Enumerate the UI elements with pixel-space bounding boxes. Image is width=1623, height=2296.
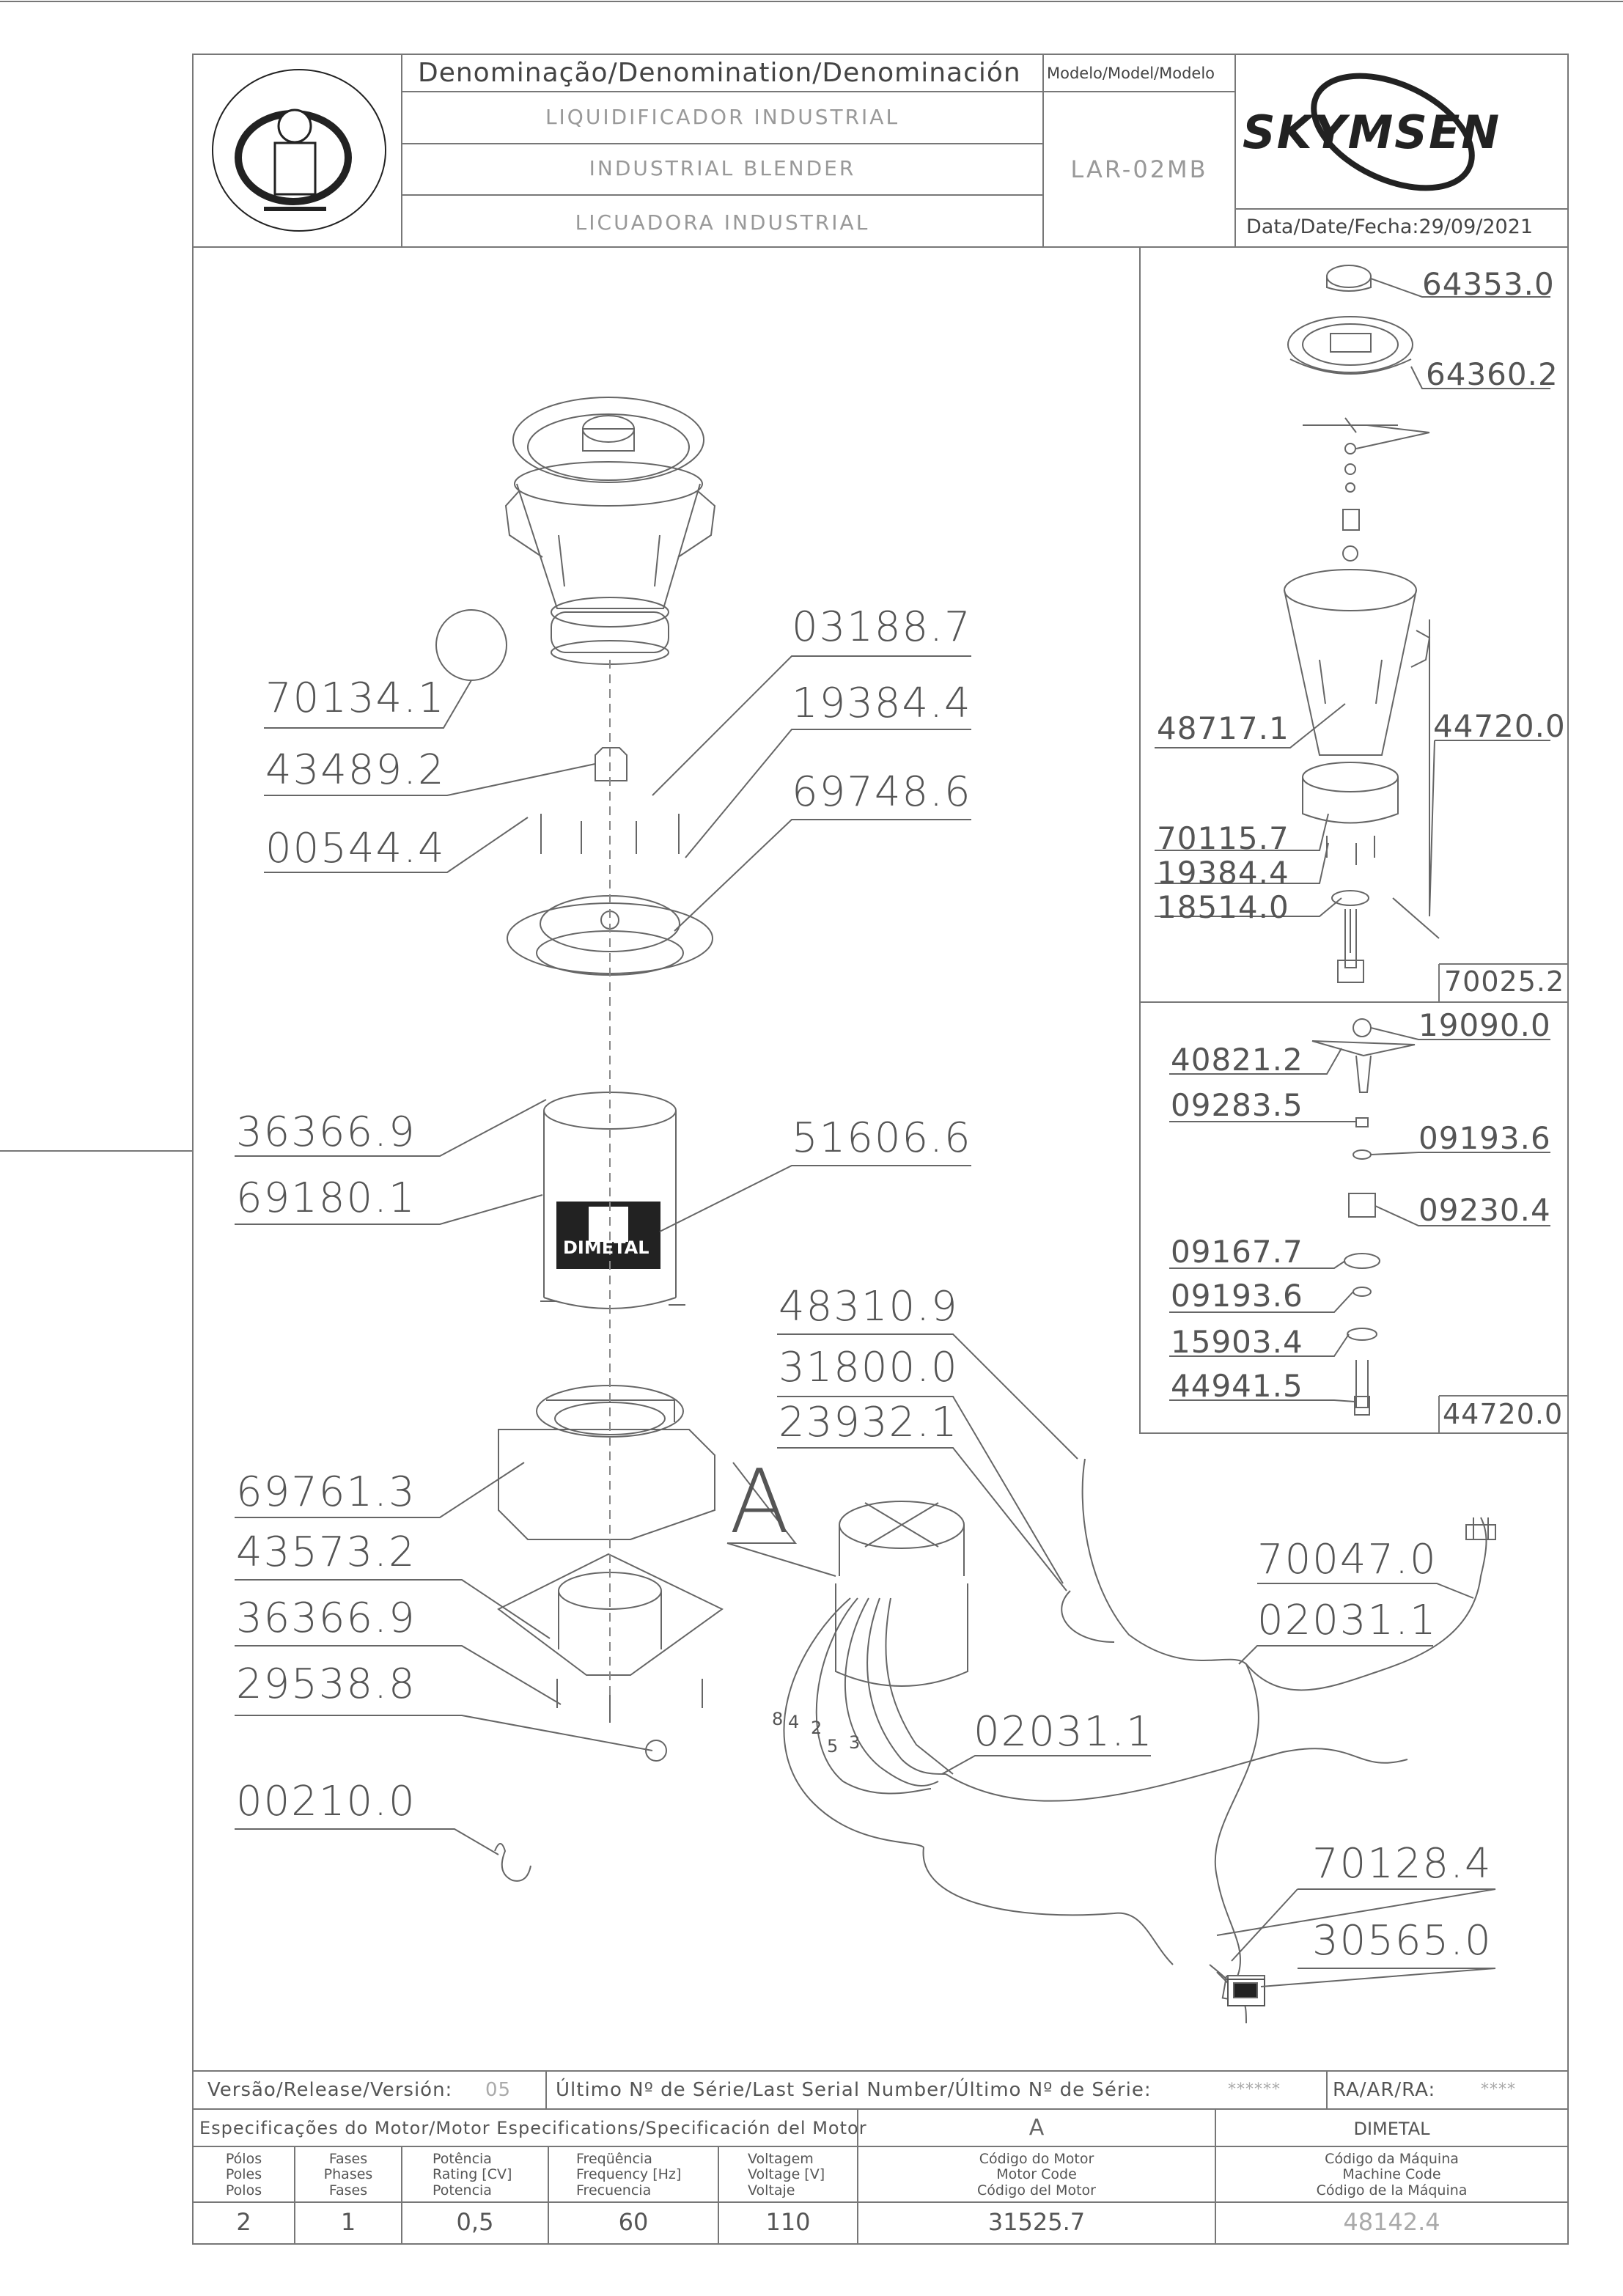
spec-value-rating: 0,5 bbox=[456, 2208, 494, 2236]
part-label: 15903.4 bbox=[1171, 1324, 1303, 1360]
ra-value: **** bbox=[1481, 2080, 1516, 2099]
part-label: 09230.4 bbox=[1418, 1192, 1551, 1228]
spec-value-motor-code: 31525.7 bbox=[987, 2208, 1086, 2236]
part-label: 09193.6 bbox=[1418, 1120, 1551, 1156]
cylinder-housing bbox=[543, 1092, 677, 1130]
part-label: 18514.0 bbox=[1157, 889, 1289, 925]
detail-a-label: A bbox=[729, 1451, 790, 1553]
bottom-plate bbox=[497, 1553, 724, 1676]
cylinder-brand: DIMETAL bbox=[563, 1237, 649, 1258]
part-label: 09193.6 bbox=[1171, 1278, 1303, 1314]
part-label: 30565.0 bbox=[1312, 1917, 1493, 1965]
part-label: 64353.0 bbox=[1422, 266, 1555, 302]
part-label: 36366.9 bbox=[236, 1108, 416, 1156]
assembly-code: 44720.0 bbox=[1443, 1398, 1564, 1430]
base-housing bbox=[498, 1429, 715, 1540]
part-label: 69748.6 bbox=[792, 768, 972, 816]
part-label: 43489.2 bbox=[265, 746, 446, 794]
part-label: 09167.7 bbox=[1171, 1234, 1303, 1270]
spec-header-phases: Fases Phases Fases bbox=[323, 2151, 373, 2199]
name-es: LICUADORA INDUSTRIAL bbox=[575, 210, 870, 235]
spec-header-poles: Pólos Poles Polos bbox=[225, 2151, 262, 2199]
wire-number: 5 bbox=[827, 1736, 839, 1756]
part-label: 48717.1 bbox=[1157, 710, 1289, 746]
wire-number: 2 bbox=[811, 1718, 822, 1738]
motor-spec-label: Especificações do Motor/Motor Especifica… bbox=[199, 2118, 867, 2138]
coupling bbox=[595, 747, 628, 781]
manufacturer: DIMETAL bbox=[1353, 2119, 1430, 2139]
name-en: INDUSTRIAL BLENDER bbox=[589, 156, 856, 180]
part-label: 03188.7 bbox=[792, 603, 972, 651]
spec-value-voltage: 110 bbox=[765, 2208, 811, 2236]
jar-body bbox=[516, 483, 701, 609]
part-label: 00210.0 bbox=[236, 1778, 416, 1825]
skymsen-logo-swoosh bbox=[1311, 73, 1475, 191]
date-value: 29/09/2021 bbox=[1418, 216, 1534, 238]
version-value: 05 bbox=[485, 2079, 512, 2101]
part-label: 19384.4 bbox=[1157, 855, 1289, 891]
spec-value-frequency: 60 bbox=[618, 2208, 649, 2236]
part-label: 51606.6 bbox=[792, 1114, 972, 1162]
part-label: 70047.0 bbox=[1257, 1536, 1438, 1583]
spec-header-motor-code: Código do Motor Motor Code Código del Mo… bbox=[977, 2151, 1096, 2199]
part-label: 48310.9 bbox=[779, 1283, 959, 1331]
part-label: 31800.0 bbox=[779, 1344, 959, 1391]
jar-assembly-detail bbox=[1155, 265, 1550, 983]
version-label: Versão/Release/Versión: bbox=[207, 2079, 453, 2101]
model-label: Modelo/Model/Modelo bbox=[1047, 65, 1215, 82]
part-label: 40821.2 bbox=[1171, 1042, 1303, 1078]
spec-value-machine-code: 48142.4 bbox=[1343, 2208, 1440, 2236]
part-label: 69761.3 bbox=[236, 1468, 416, 1516]
part-label: 70115.7 bbox=[1157, 820, 1289, 856]
part-label: 69180.1 bbox=[236, 1174, 416, 1222]
part-label: 19090.0 bbox=[1418, 1007, 1551, 1043]
part-label: 00544.4 bbox=[265, 825, 446, 872]
part-label: 44941.5 bbox=[1171, 1368, 1303, 1404]
wire-number: 3 bbox=[849, 1732, 861, 1753]
part-label: 70128.4 bbox=[1312, 1840, 1493, 1888]
name-pt: LIQUIDIFICADOR INDUSTRIAL bbox=[545, 105, 900, 129]
wire-number: 4 bbox=[788, 1712, 800, 1732]
authorized-service-stamp bbox=[212, 69, 386, 232]
switch-block bbox=[1227, 1979, 1265, 2006]
model-value: LAR-02MB bbox=[1070, 155, 1208, 183]
spec-header-machine-code: Código da Máquina Machine Code Código de… bbox=[1316, 2151, 1468, 2199]
part-label: 43573.2 bbox=[236, 1528, 416, 1576]
part-label: 23932.1 bbox=[779, 1399, 959, 1446]
blade-assembly-detail bbox=[1169, 1018, 1550, 1416]
part-label: 02031.1 bbox=[1257, 1597, 1438, 1644]
spec-value-phases: 1 bbox=[340, 2208, 356, 2236]
part-label: 70134.1 bbox=[265, 674, 446, 722]
wire-number: 8 bbox=[772, 1709, 784, 1729]
spring-clip bbox=[494, 1843, 531, 1882]
serial-label: Último Nº de Série/Last Serial Number/Úl… bbox=[556, 2079, 1152, 2101]
spec-header-voltage: Voltagem Voltage [V] Voltaje bbox=[748, 2151, 825, 2199]
spec-header-frequency: Freqüência Frequency [Hz] Frecuencia bbox=[576, 2151, 682, 2199]
jar-lid bbox=[512, 397, 704, 483]
part-label: 09283.5 bbox=[1171, 1087, 1303, 1123]
part-label: 44720.0 bbox=[1433, 708, 1566, 744]
spec-value-poles: 2 bbox=[236, 2208, 251, 2236]
part-label: 19384.4 bbox=[792, 680, 972, 727]
denomination-label: Denominação/Denomination/Denominación bbox=[418, 58, 1021, 88]
motor-letter: A bbox=[1028, 2115, 1045, 2141]
part-label: 02031.1 bbox=[974, 1708, 1154, 1756]
assembly-code: 70025.2 bbox=[1444, 965, 1565, 998]
part-label: 36366.9 bbox=[236, 1594, 416, 1642]
spec-header-rating: Potência Rating [CV] Potencia bbox=[433, 2151, 512, 2199]
part-label: 64360.2 bbox=[1426, 356, 1558, 392]
brand-logo-text: SKYMSEN bbox=[1243, 106, 1501, 159]
serial-value: ****** bbox=[1228, 2080, 1281, 2099]
leader-bubble bbox=[435, 609, 507, 681]
ra-label: RA/AR/RA: bbox=[1333, 2079, 1436, 2101]
part-label: 29538.8 bbox=[236, 1660, 416, 1708]
date-field: Data/Date/Fecha:29/09/2021 bbox=[1246, 217, 1533, 237]
date-label: Data/Date/Fecha: bbox=[1246, 216, 1419, 238]
